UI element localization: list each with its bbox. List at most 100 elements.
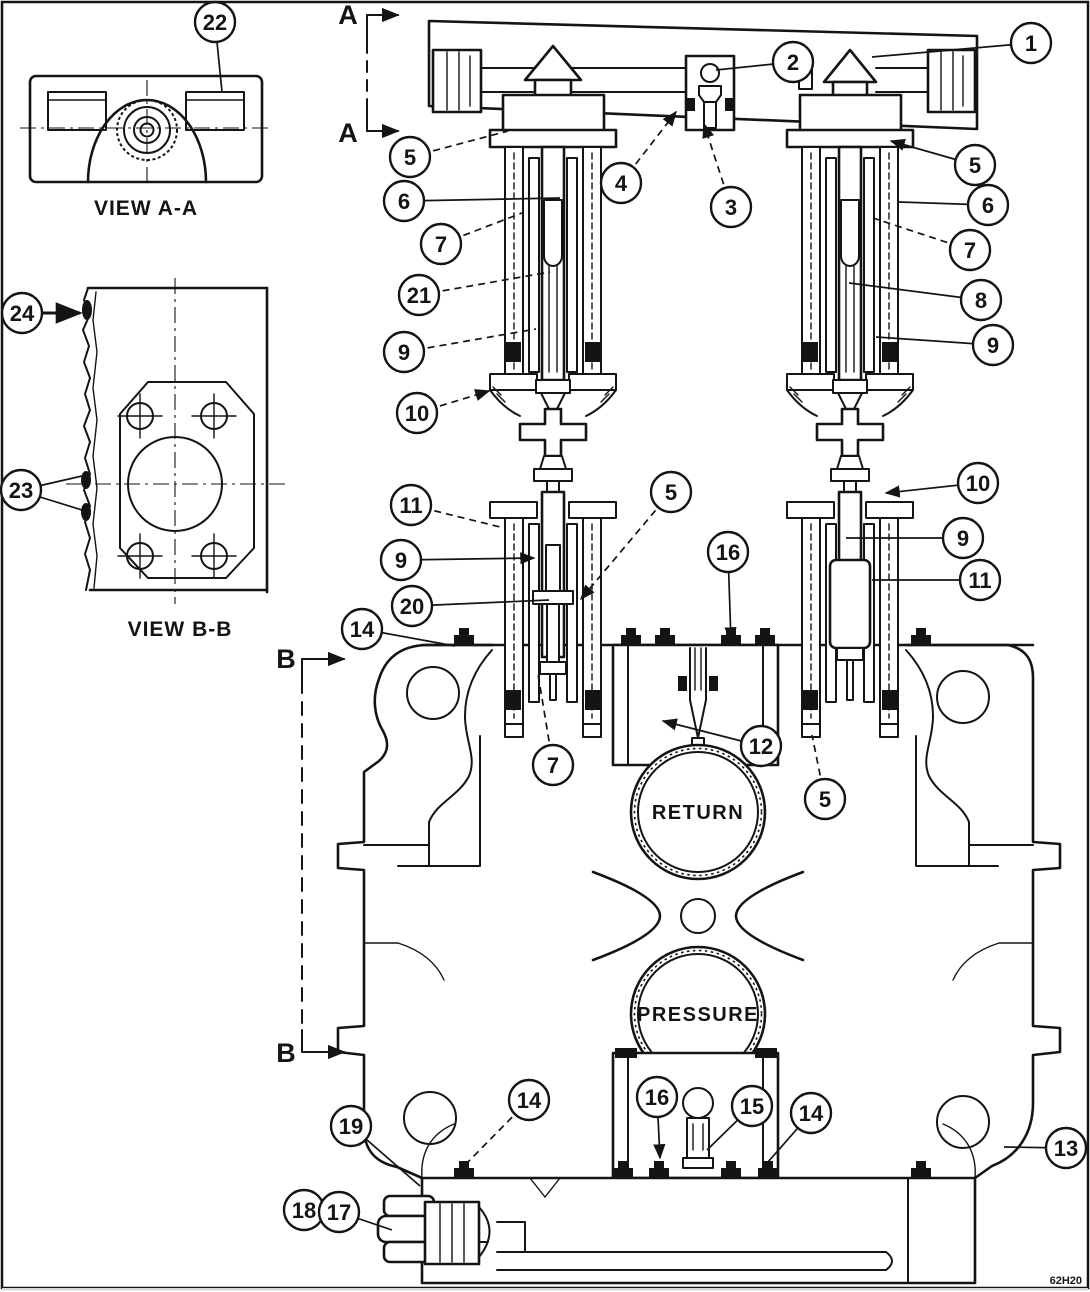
callout-number: 10 xyxy=(405,401,429,426)
callout-circle xyxy=(389,483,433,527)
callout-number: 16 xyxy=(716,540,740,565)
leader-line xyxy=(403,197,561,202)
pressure-port-circle: PRESSURE xyxy=(629,945,767,1083)
callout-12: 12 xyxy=(661,718,783,768)
callout-23: 23 xyxy=(0,468,83,512)
callout-circle xyxy=(635,1075,679,1119)
callout-number: 10 xyxy=(966,471,990,496)
section-b-label-bottom: B xyxy=(276,1038,296,1068)
view-aa-label: VIEW A-A xyxy=(94,197,198,220)
callout-circle xyxy=(1009,21,1053,65)
callout-number: 14 xyxy=(350,617,375,642)
callout-number: 1 xyxy=(1025,31,1037,56)
callout-22: 22 xyxy=(193,0,237,93)
mount-hole-bottom-left xyxy=(403,1091,457,1145)
callout-circle xyxy=(599,161,643,205)
callout-circle xyxy=(706,530,750,574)
callout-circle xyxy=(382,179,426,223)
callout-circle xyxy=(958,558,1002,602)
callout-18: 18 xyxy=(282,1188,326,1232)
callout-5: 5 xyxy=(388,130,509,179)
callout-number: 24 xyxy=(10,301,35,326)
callout-number: 7 xyxy=(435,232,447,257)
section-b-marker: B B xyxy=(276,644,346,1068)
callout-number: 5 xyxy=(665,480,677,505)
callout-number: 14 xyxy=(799,1101,824,1126)
callout-9: 9 xyxy=(379,538,536,582)
callout-number: 6 xyxy=(398,189,410,214)
callout-number: 14 xyxy=(517,1088,542,1113)
callout-circle xyxy=(771,40,815,84)
callout-circle xyxy=(395,391,439,435)
callout-circle xyxy=(507,1078,551,1122)
callout-circle xyxy=(971,323,1015,367)
section-a-marker: A A xyxy=(338,0,400,148)
pressure-port-label: PRESSURE xyxy=(637,1004,759,1026)
leader-line xyxy=(403,328,537,353)
return-port-label: RETURN xyxy=(652,802,744,824)
callout-circle xyxy=(390,584,434,628)
callout-circle xyxy=(649,470,693,514)
section-a-label-top: A xyxy=(338,0,358,30)
callout-16: 16 xyxy=(706,530,750,643)
callout-19: 19 xyxy=(329,1104,421,1187)
callout-circle xyxy=(956,461,1000,505)
center-passage-hole xyxy=(680,898,716,934)
callout-number: 11 xyxy=(968,568,991,593)
callout-15: 15 xyxy=(706,1084,774,1151)
callout-number: 6 xyxy=(982,193,994,218)
callout-number: 11 xyxy=(399,493,422,518)
callout-9: 9 xyxy=(382,328,537,374)
callout-9: 9 xyxy=(846,516,985,560)
callout-number: 18 xyxy=(292,1198,316,1223)
callout-14: 14 xyxy=(465,1078,551,1165)
callout-number: 7 xyxy=(964,238,976,263)
callout-21: 21 xyxy=(397,271,551,317)
section-b-label-top: B xyxy=(276,644,296,674)
callout-number: 5 xyxy=(819,787,831,812)
callout-11: 11 xyxy=(389,483,501,528)
plug-assembly xyxy=(376,1194,526,1266)
callout-14: 14 xyxy=(767,1091,833,1163)
callout-number: 9 xyxy=(957,526,969,551)
leader-line xyxy=(411,599,550,607)
mount-hole-top-left xyxy=(406,666,460,720)
bottom-plate xyxy=(420,1161,977,1285)
callout-circle xyxy=(803,777,847,821)
callout-5: 5 xyxy=(803,734,847,821)
callout-20: 20 xyxy=(390,584,550,628)
callout-number: 5 xyxy=(404,145,416,170)
callout-number: 23 xyxy=(9,478,33,503)
callout-number: 2 xyxy=(787,50,799,75)
center-fitting xyxy=(684,54,736,132)
right-control-tower-lower xyxy=(785,490,915,739)
callout-number: 9 xyxy=(395,548,407,573)
callout-number: 17 xyxy=(327,1200,351,1225)
callout-16: 16 xyxy=(635,1075,679,1160)
callout-circle xyxy=(1044,1126,1088,1170)
view-bb-inset: VIEW B-B xyxy=(66,278,290,641)
leader-line xyxy=(811,734,826,800)
bottom-stud-row xyxy=(454,1161,931,1178)
callout-circle xyxy=(966,183,1010,227)
return-port-circle: RETURN xyxy=(629,743,767,881)
callout-circle xyxy=(941,516,985,560)
callout-10: 10 xyxy=(395,389,491,435)
callout-circle xyxy=(340,607,384,651)
callout-2: 2 xyxy=(715,40,815,84)
callout-circle xyxy=(730,1084,774,1128)
callout-number: 4 xyxy=(615,171,628,196)
callout-circle xyxy=(329,1104,373,1148)
callout-circle xyxy=(317,1190,361,1234)
callout-number: 12 xyxy=(749,734,773,759)
callout-circle xyxy=(953,143,997,187)
callout-circle xyxy=(739,724,783,768)
mount-hole-top-right xyxy=(936,670,990,724)
callout-number: 21 xyxy=(407,283,431,308)
scan-edge xyxy=(2,1288,1088,1291)
callout-4: 4 xyxy=(599,110,677,205)
callout-number: 9 xyxy=(987,333,999,358)
left-control-tower-lower xyxy=(488,490,618,739)
